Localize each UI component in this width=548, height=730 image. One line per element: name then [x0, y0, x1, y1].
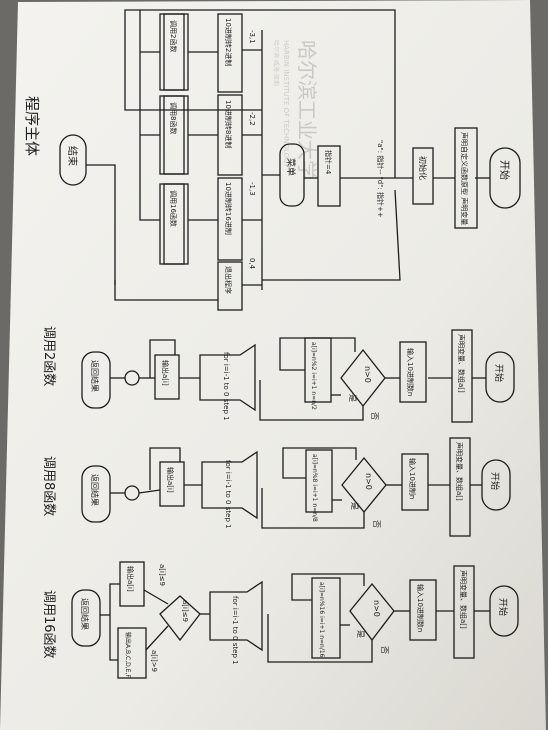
f2-no: 否	[370, 412, 379, 420]
f16-body	[311, 577, 341, 659]
main-init-box	[412, 147, 434, 205]
f2-input-label: 输入10进制数n	[406, 348, 415, 396]
f8-yes: 是	[350, 502, 359, 510]
branch-label-2: -1,3	[248, 182, 256, 196]
f8-return-label: 返回结果	[90, 474, 100, 506]
call-2-label: 调用2函数	[169, 20, 178, 52]
f8-body	[305, 449, 333, 513]
f16-le9: a[i]≤9	[158, 564, 166, 586]
watermark: 哈尔滨工业大学 HARBIN INSTITUTE OF TECHNOLOGY 哈…	[272, 40, 319, 180]
f16-input-label: 输入10进制数n	[416, 584, 425, 632]
f8-body-label: a[i]=n%8 i=i+1 n=n/8	[311, 454, 318, 522]
main-program-chart: 开始 声明自定义函数原型 声明变量 初始化 "a": 指针-- "d": 指针+…	[23, 9, 521, 311]
f8-cond	[341, 456, 387, 514]
main-end-terminal	[59, 134, 87, 186]
f16-input	[409, 579, 437, 641]
f8-cond-label: n>0	[364, 473, 373, 490]
f16-declare-label: 声明变量、数组a[]	[459, 570, 468, 629]
f8-input	[401, 453, 429, 511]
exit-program-box	[217, 261, 243, 311]
conv-2-label: 10进制转2进制	[224, 18, 233, 66]
func-8-chart: 开始 声明变量、数组a[] 输入10进制n n>0 是 否 a[i]=n%8 i…	[41, 437, 511, 537]
conv-2-box	[217, 13, 243, 93]
f8-loop	[201, 450, 258, 520]
f8-declare	[449, 437, 471, 537]
f16-cond2-label: a[i]≤9	[181, 600, 189, 622]
main-end-label: 结束	[66, 146, 79, 166]
f8-caption: 调用8函数	[41, 456, 56, 516]
branch-label-1: 0,4	[248, 258, 256, 270]
f8-loop-label: for i=i-1 to 0 step 1	[224, 460, 232, 529]
branch-label-3: -2,2	[248, 112, 256, 126]
f2-start	[485, 351, 515, 403]
watermark-subtitle: HARBIN INSTITUTE OF TECHNOLOGY	[282, 40, 290, 168]
main-menu-label: 菜单	[285, 158, 297, 176]
watermark-line3: 哈尔滨·威海·深圳	[272, 40, 280, 86]
call-8-label: 调用8函数	[169, 102, 178, 134]
f16-declare	[453, 565, 475, 659]
main-start-label: 开始	[498, 160, 511, 180]
f16-start-label: 开始	[497, 598, 509, 616]
conv-16-box	[217, 177, 243, 261]
func-2-chart: 开始 声明变量、数组a[] 输入10进制数n n>0 是 否 a[i]=n%2 …	[41, 326, 515, 423]
main-declare-label: 声明自定义函数原型 声明变量	[460, 132, 469, 225]
f8-return	[81, 465, 111, 523]
f2-caption: 调用2函数	[41, 326, 56, 386]
f8-output-label: 输出a[i]	[166, 467, 175, 493]
f2-loop	[199, 343, 256, 412]
f2-cond	[340, 348, 386, 408]
f16-output-label: 输出a[i]	[126, 566, 135, 592]
branch-label-4: -3,1	[248, 30, 256, 44]
f2-declare-label: 声明变量、数组a[]	[457, 334, 466, 393]
f16-body-label: a[i]=n%16 i=i+1 n=n/16	[318, 582, 325, 658]
f8-start-label: 开始	[489, 472, 501, 490]
f2-input	[399, 341, 427, 403]
main-caption: 程序主体	[23, 96, 41, 156]
f16-caption: 调用16函数	[41, 590, 56, 659]
f8-no: 否	[372, 520, 381, 528]
f16-loop	[209, 580, 263, 652]
main-loop-label-2: 指针=4	[324, 150, 333, 175]
f2-declare	[451, 329, 473, 423]
f8-output	[159, 461, 185, 507]
f16-gt9: a[i]>9	[150, 650, 158, 672]
f2-yes: 是	[348, 394, 357, 402]
f2-output-label: 输出a[i]	[161, 360, 170, 386]
f2-output	[154, 354, 180, 400]
main-init-label: 初始化	[418, 156, 428, 180]
f2-return	[81, 351, 111, 409]
f16-output-hex-label: 输出A,B,C,D,E,F	[124, 632, 132, 678]
f16-cond	[349, 582, 395, 642]
f16-output-hex	[117, 627, 147, 679]
f16-yes: 是	[356, 630, 365, 638]
f2-body-label: a[i]=n%2 i=i+1 n=n/2	[310, 342, 317, 410]
f2-start-label: 开始	[493, 364, 505, 382]
f16-cond-label: n>0	[372, 600, 381, 617]
f16-return-label: 返回结果	[80, 598, 90, 630]
f2-return-label: 返回结果	[90, 360, 100, 392]
f8-declare-label: 声明变量、数组a[]	[455, 442, 464, 501]
f2-loop-label: for i=i-1 to 0 step 1	[222, 352, 230, 421]
f8-input-label: 输入10进制n	[408, 458, 417, 499]
call-16-label: 调用16函数	[169, 190, 178, 227]
exit-program-label: 退出程序	[224, 266, 233, 294]
func-16-chart: 开始 声明变量、数组a[] 输入10进制数n n>0 是 否 a[i]=n%16…	[41, 561, 519, 679]
f2-cond-label: n>0	[363, 366, 372, 383]
main-loop-label-1: "a": 指针-- "d": 指针++	[376, 140, 385, 218]
f16-return	[71, 589, 101, 647]
main-pointer-box	[317, 145, 341, 207]
watermark-title: 哈尔滨工业大学	[295, 40, 319, 180]
f16-cond2	[159, 595, 201, 642]
f16-loop-label: for i=i-1 to 0 step 1	[231, 596, 239, 665]
conv-16-label: 10进制转16进制	[224, 182, 233, 235]
f16-no: 否	[380, 646, 389, 654]
conv-8-label: 10进制转8进制	[224, 100, 233, 148]
